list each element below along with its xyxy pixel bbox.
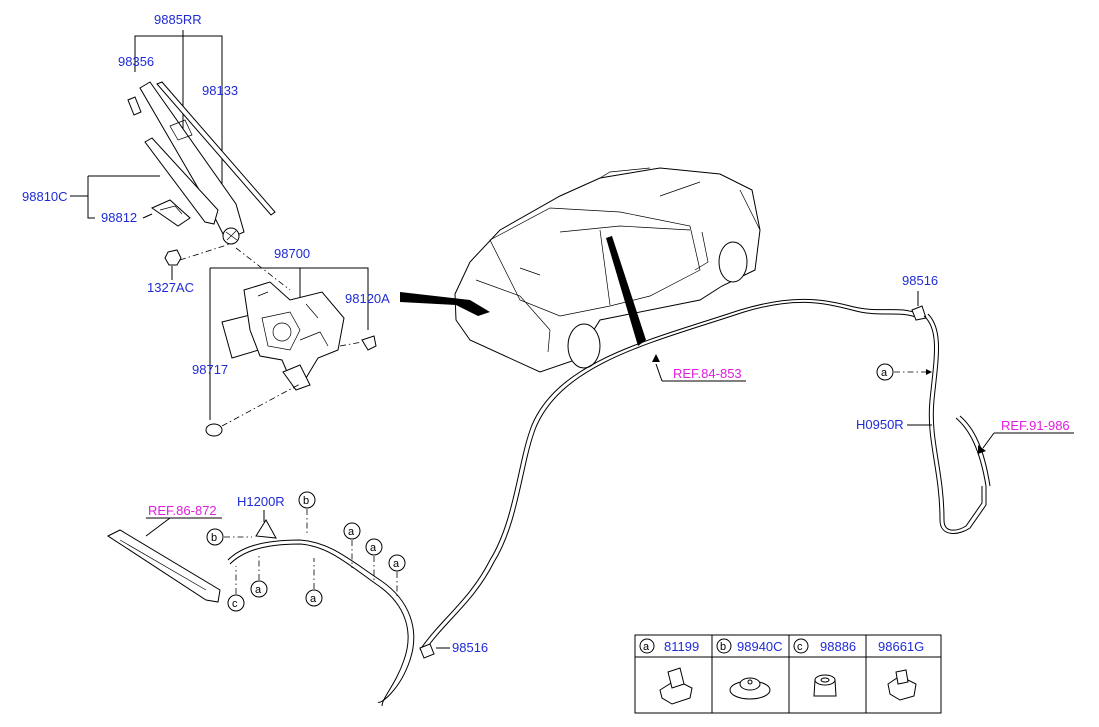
legend-part-81199[interactable]: 81199 <box>664 639 699 654</box>
svg-text:a: a <box>310 593 317 605</box>
reference-labels: REF.84-853 REF.91-986 REF.86-872 <box>145 354 1074 537</box>
clip-marker-a[interactable] <box>876 363 894 381</box>
clip-marker-a-3[interactable] <box>343 522 361 540</box>
wiper-cover-part[interactable] <box>144 137 219 225</box>
svg-text:b: b <box>720 641 726 653</box>
wiper-motor-group: 98700 98120A 98717 <box>192 246 390 437</box>
clip-81199-icon <box>659 667 693 705</box>
grommet-98886-icon <box>813 674 837 697</box>
svg-text:c: c <box>232 598 238 610</box>
svg-text:b: b <box>303 495 309 507</box>
spoiler-part[interactable] <box>106 529 221 603</box>
ref-84-853[interactable]: REF.84-853 <box>673 366 742 381</box>
bushing-part[interactable] <box>205 423 223 437</box>
legend-part-98886[interactable]: 98886 <box>820 639 856 654</box>
nut-part[interactable] <box>164 249 182 266</box>
clip-marker-a-4[interactable] <box>365 538 383 556</box>
legend-table: a 81199 b 98940C c 98886 98661G <box>634 634 942 714</box>
label-98810c[interactable]: 98810C <box>22 189 68 204</box>
clip-98940c-icon <box>729 677 771 700</box>
svg-text:a: a <box>881 367 888 379</box>
svg-text:a: a <box>348 526 355 538</box>
washer-hose-group: 98516 H0950R a 98516 <box>419 273 991 659</box>
connector-top-part[interactable] <box>911 305 927 321</box>
label-98516-top[interactable]: 98516 <box>902 273 938 288</box>
connector-bottom-part[interactable] <box>419 643 435 659</box>
hose-clip-part[interactable] <box>255 519 277 539</box>
label-98717[interactable]: 98717 <box>192 362 228 377</box>
svg-text:b: b <box>211 532 217 544</box>
locator-arrow-rear <box>400 292 490 316</box>
svg-text:a: a <box>643 641 650 653</box>
grommet-part[interactable] <box>361 335 377 351</box>
svg-text:a: a <box>393 558 400 570</box>
clip-marker-c[interactable] <box>227 594 245 612</box>
locator-arrow-hose <box>606 236 646 346</box>
car-illustration <box>454 167 761 373</box>
wiper-arm-group: 9885RR 98356 98133 98810C 98812 1327AC <box>22 12 276 295</box>
label-98356[interactable]: 98356 <box>118 54 154 69</box>
ref-86-872[interactable]: REF.86-872 <box>148 503 217 518</box>
clip-marker-a-5[interactable] <box>388 554 406 572</box>
rear-hose-group: H1200R b b a c a a a a <box>106 491 415 707</box>
wiper-blade-part[interactable] <box>156 81 276 216</box>
svg-text:a: a <box>255 584 262 596</box>
label-98120a[interactable]: 98120A <box>345 291 390 306</box>
wiper-end-cap-part[interactable] <box>150 199 191 227</box>
clip-marker-a-2[interactable] <box>305 589 323 607</box>
wiper-cap-part[interactable] <box>127 96 142 116</box>
label-98700[interactable]: 98700 <box>274 246 310 261</box>
label-98812[interactable]: 98812 <box>101 210 137 225</box>
clip-marker-b-left[interactable] <box>206 528 224 546</box>
clip-98661g-icon <box>887 669 917 701</box>
label-98516-bottom[interactable]: 98516 <box>452 640 488 655</box>
label-9885rr[interactable]: 9885RR <box>154 12 202 27</box>
legend-part-98661g[interactable]: 98661G <box>878 639 924 654</box>
legend-part-98940c[interactable]: 98940C <box>737 639 783 654</box>
svg-text:a: a <box>370 542 377 554</box>
svg-text:c: c <box>797 641 803 653</box>
label-h1200r[interactable]: H1200R <box>237 494 285 509</box>
label-1327ac[interactable]: 1327AC <box>147 280 194 295</box>
clip-marker-b-top[interactable] <box>298 491 316 509</box>
label-98133[interactable]: 98133 <box>202 83 238 98</box>
label-h0950r[interactable]: H0950R <box>856 417 904 432</box>
clip-marker-a-1[interactable] <box>250 580 268 598</box>
ref-91-986[interactable]: REF.91-986 <box>1001 418 1070 433</box>
